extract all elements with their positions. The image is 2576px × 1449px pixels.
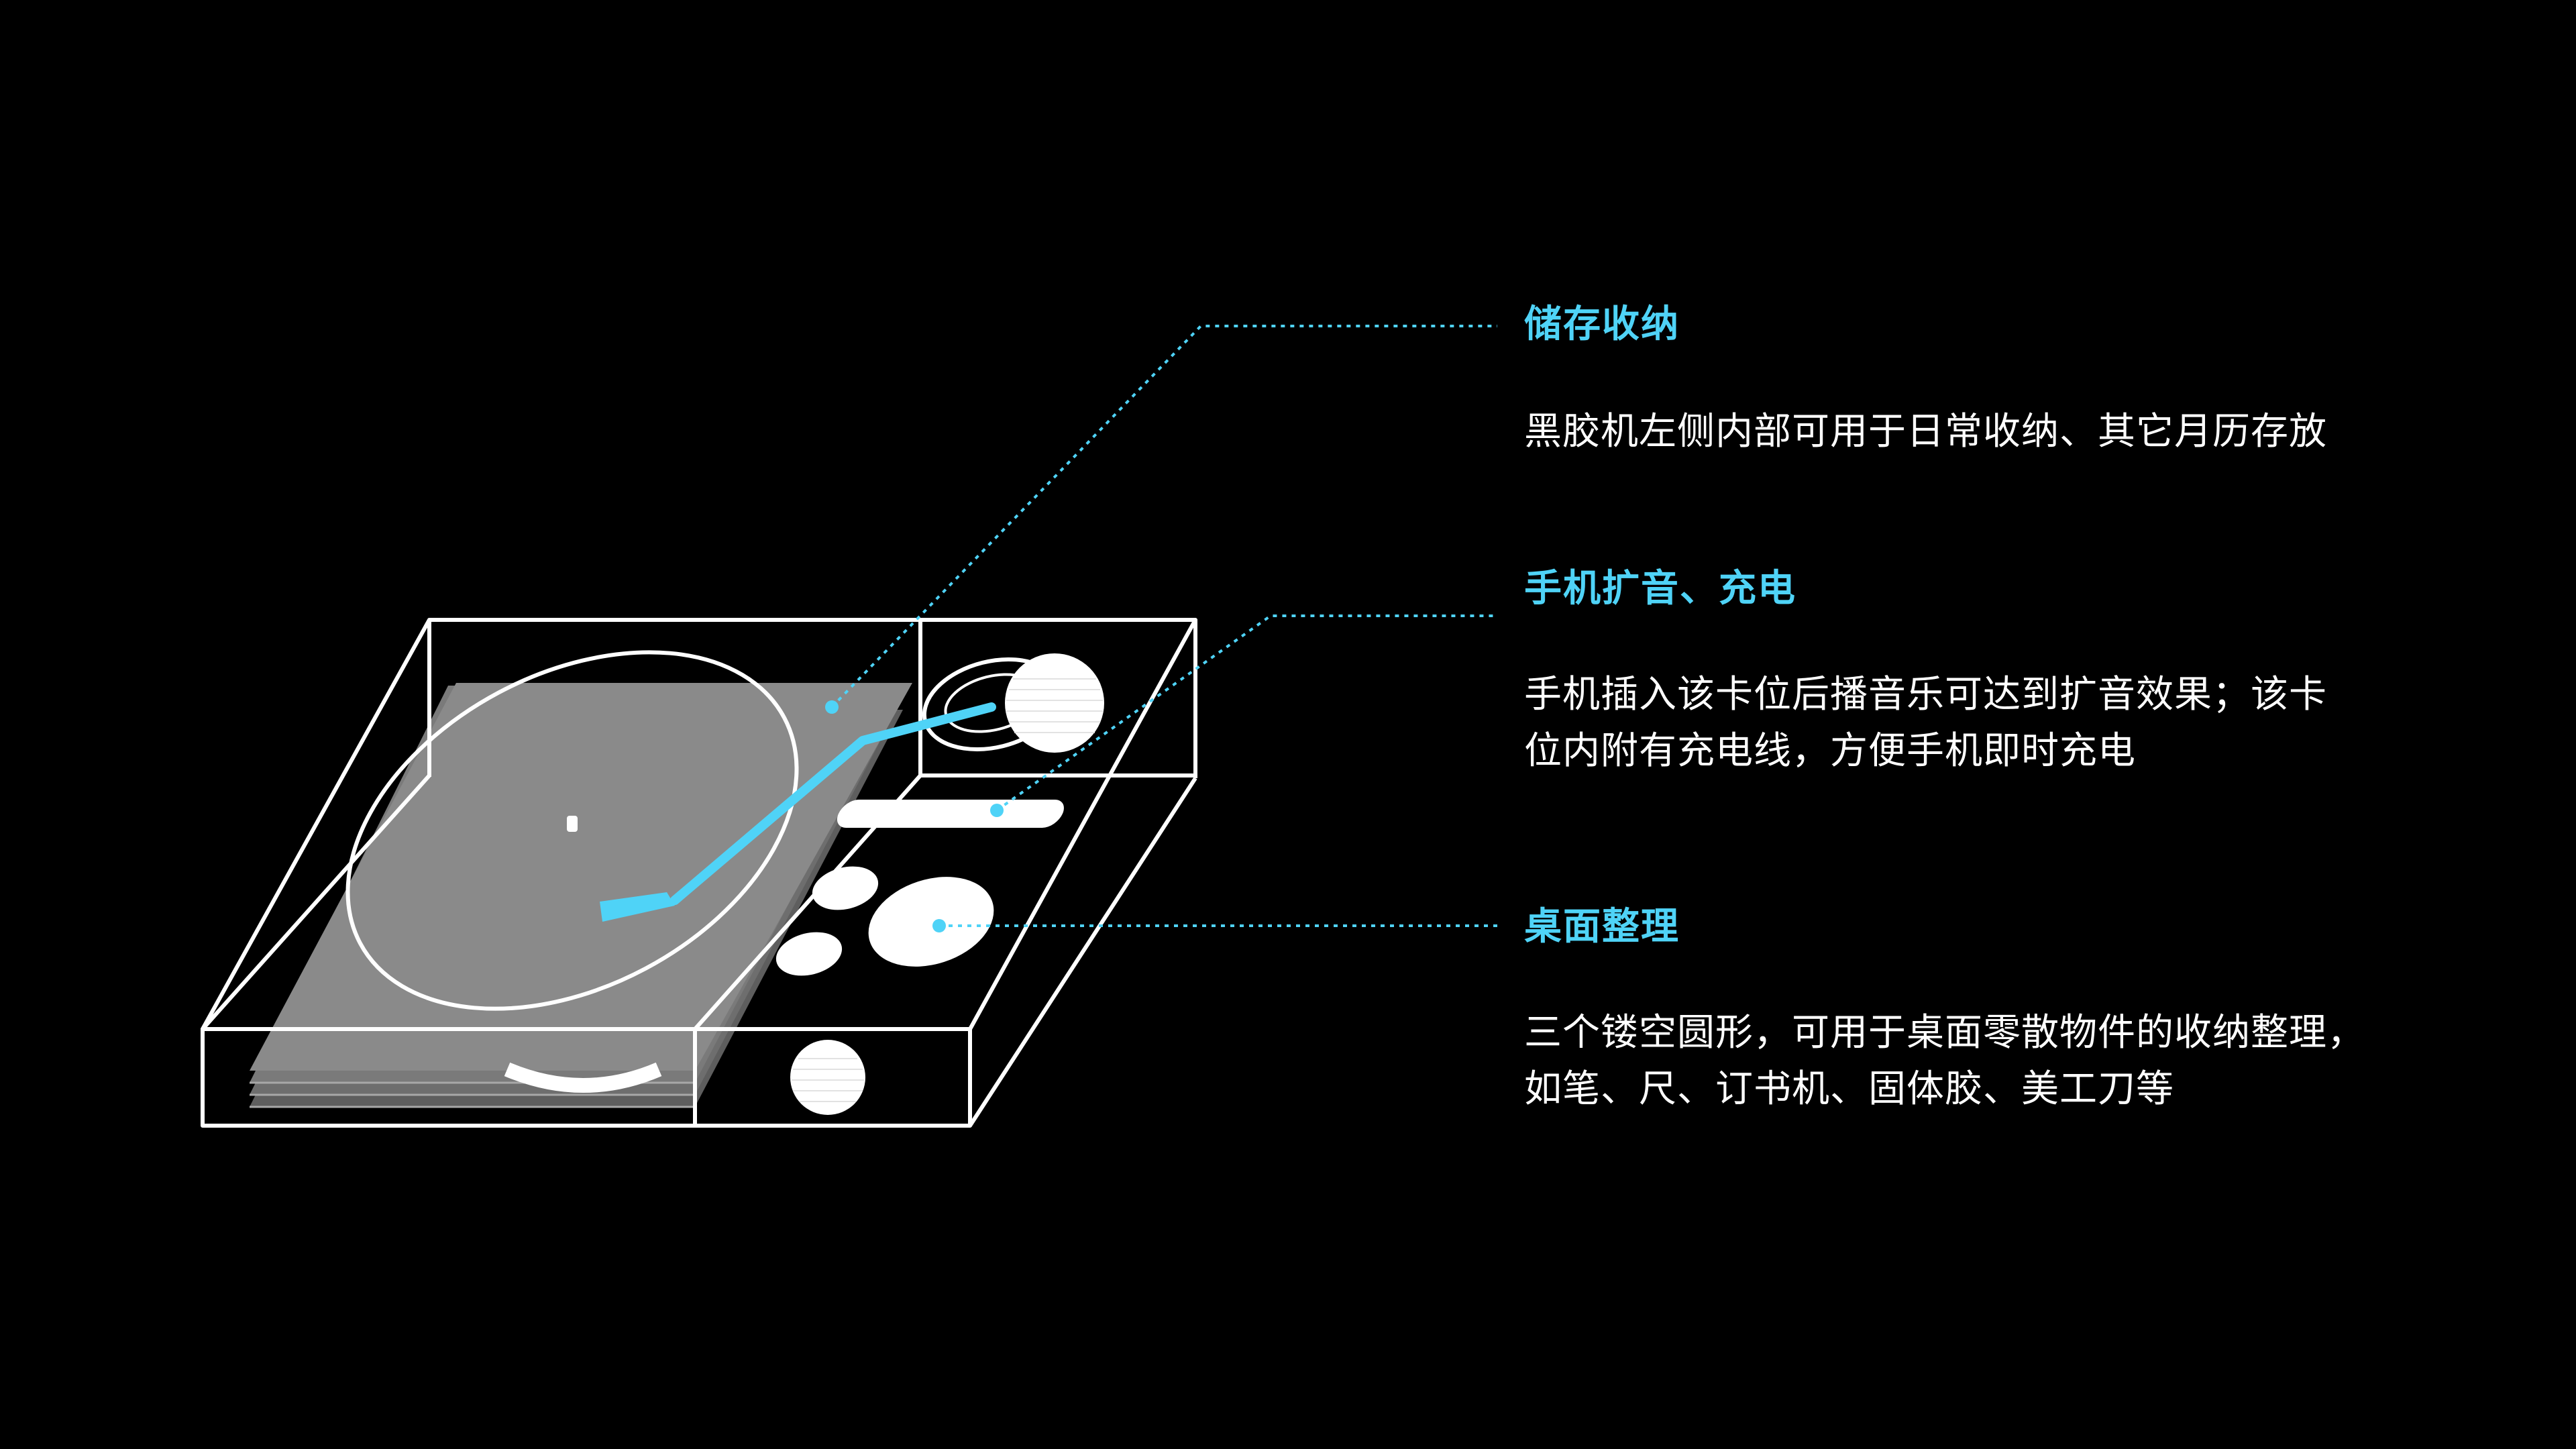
feature-title: 储存收纳	[1524, 303, 1680, 346]
feature-description-line: 黑胶机左侧内部可用于日常收纳、其它月历存放	[1524, 410, 2327, 453]
feature-description: 三个镂空圆形，可用于桌面零散物件的收纳整理， 如笔、尺、订书机、固体胶、美工刀等	[1524, 1005, 2490, 1118]
feature-description-line: 手机插入该卡位后播音乐可达到扩音效果；该卡	[1524, 673, 2327, 716]
phone-slot	[837, 800, 1064, 828]
feature-description: 手机插入该卡位后播音乐可达到扩音效果；该卡 位内附有充电线，方便手机即时充电	[1524, 667, 2490, 780]
feature-desk: 桌面整理 三个镂空圆形，可用于桌面零散物件的收纳整理， 如笔、尺、订书机、固体胶…	[1524, 900, 2490, 1118]
callout-storage-dot	[825, 700, 839, 714]
tonearm	[600, 702, 996, 922]
top-speaker-grille	[1006, 678, 1103, 733]
box-outline	[201, 618, 1197, 1128]
platter-ring	[345, 650, 799, 1011]
callout-desk	[932, 919, 1497, 932]
organizer-hole-small-bottom	[775, 932, 843, 976]
box-right-bottom-edge	[968, 777, 1197, 1127]
feature-title: 桌面整理	[1524, 905, 1680, 949]
callout-desk-dot	[932, 919, 946, 932]
tonearm-headshell	[600, 892, 675, 922]
feature-description-line: 三个镂空圆形，可用于桌面零散物件的收纳整理，	[1524, 1011, 2365, 1055]
front-speaker	[790, 1040, 865, 1115]
feature-description: 黑胶机左侧内部可用于日常收纳、其它月历存放	[1524, 404, 2490, 460]
feature-description-line: 如笔、尺、订书机、固体胶、美工刀等	[1524, 1067, 2174, 1111]
feature-title: 手机扩音、充电	[1524, 567, 1796, 610]
front-speaker-grille	[792, 1058, 864, 1102]
organizer-hole-large	[868, 877, 994, 967]
callout-storage	[825, 325, 1497, 714]
callout-storage-leader	[830, 325, 1497, 708]
feature-storage: 储存收纳 黑胶机左侧内部可用于日常收纳、其它月历存放	[1524, 298, 2490, 460]
callout-phone	[990, 614, 1497, 817]
top-speaker	[1005, 653, 1104, 753]
drawer-handle	[504, 1062, 662, 1093]
spindle	[567, 816, 578, 832]
callout-phone-dot	[990, 804, 1004, 817]
record-stack	[250, 683, 912, 1108]
organizer-hole-small-top	[812, 866, 879, 910]
box-inner-left-edge	[201, 774, 431, 1030]
feature-phone: 手机扩音、充电 手机插入该卡位后播音乐可达到扩音效果；该卡 位内附有充电线，方便…	[1524, 562, 2490, 780]
box-front-face	[201, 1027, 972, 1128]
feature-description-line: 位内附有充电线，方便手机即时充电	[1524, 729, 2136, 773]
